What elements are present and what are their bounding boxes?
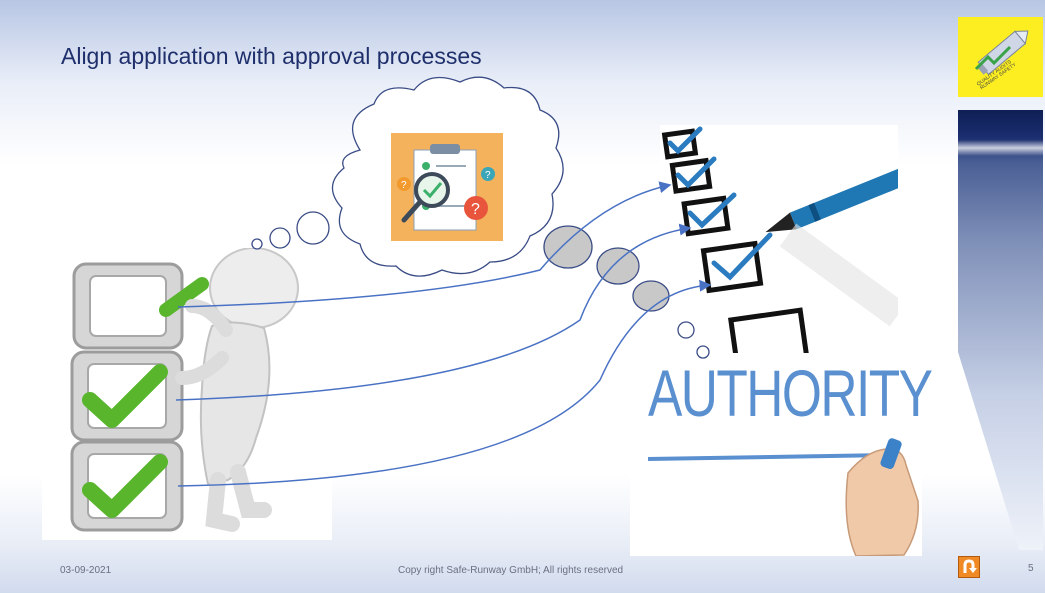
clipboard-magnifier-icon: ? ? ?: [391, 133, 503, 241]
logo-icon: QUALITY AUDITS RUNWAY SAFETY: [974, 30, 1029, 91]
slide-title: Align application with approval processe…: [61, 43, 482, 69]
checkbox-stack-icon: [70, 247, 299, 532]
checklist-pen-icon: [661, 126, 908, 373]
arrow-2: [175, 223, 692, 401]
grey-bubble-3: [632, 280, 670, 312]
small-bubble-2: [696, 345, 710, 359]
svg-text:?: ?: [485, 170, 491, 181]
arrow-3: [177, 279, 712, 487]
footer-copyright: Copy right Safe-Runway GmbH; All rights …: [398, 565, 624, 576]
footer-date: 03-09-2021: [60, 565, 112, 576]
arrow-1: [177, 181, 672, 308]
page-number: 5: [1028, 563, 1034, 574]
return-arrow-icon: [963, 559, 977, 573]
grey-bubble-1: [543, 225, 593, 269]
hand-marker-icon: [647, 438, 919, 557]
thought-bubble-2: [269, 227, 291, 249]
authority-word: AUTHORITY: [648, 356, 933, 430]
figure-checkbox-image: [42, 247, 332, 540]
checklist-pen-image: [660, 125, 908, 373]
small-bubble-1: [677, 321, 695, 339]
thought-bubble-3: [296, 211, 330, 245]
svg-text:?: ?: [401, 180, 407, 191]
side-decoration-shine: [958, 140, 1043, 156]
authority-image: [630, 355, 922, 557]
svg-text:?: ?: [471, 201, 480, 218]
thought-bubble-1: [251, 238, 263, 250]
grey-bubble-2: [596, 247, 640, 285]
return-button[interactable]: [958, 556, 980, 578]
company-logo: QUALITY AUDITS RUNWAY SAFETY: [958, 17, 1043, 97]
